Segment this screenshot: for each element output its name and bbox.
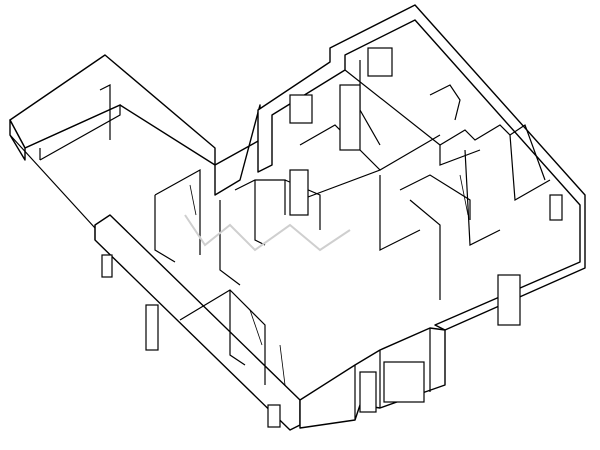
right-room-block bbox=[257, 4, 586, 331]
left-room-block bbox=[9, 54, 216, 229]
glass-door bbox=[339, 84, 361, 151]
window bbox=[267, 404, 281, 428]
windows bbox=[101, 47, 563, 428]
watermark bbox=[184, 214, 351, 252]
window bbox=[383, 361, 425, 403]
window bbox=[145, 304, 159, 351]
window bbox=[549, 194, 563, 221]
window bbox=[289, 94, 313, 124]
window bbox=[367, 47, 393, 77]
window bbox=[359, 371, 377, 413]
interior-walls bbox=[154, 168, 469, 386]
window bbox=[101, 254, 113, 278]
glass-door bbox=[289, 169, 309, 216]
window bbox=[497, 274, 521, 326]
